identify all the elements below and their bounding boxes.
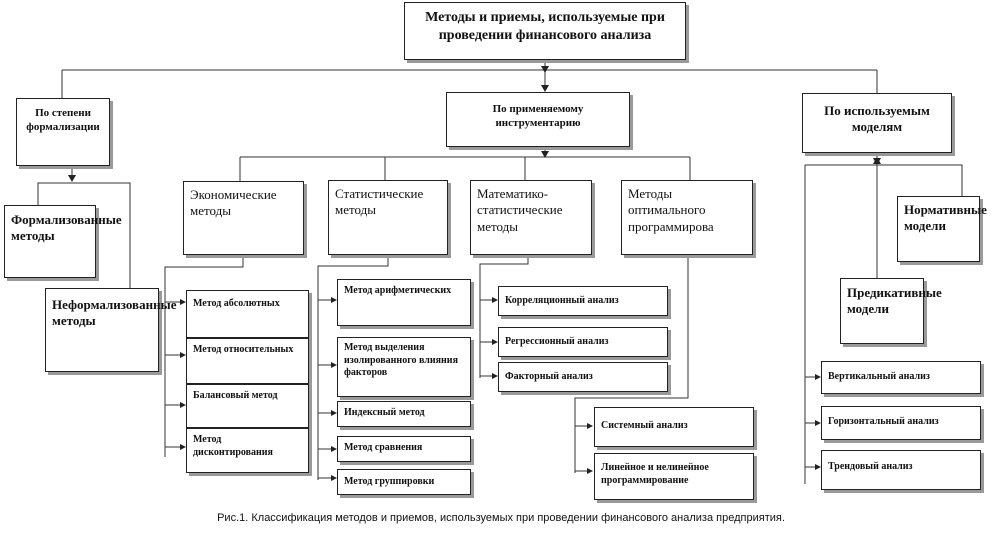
optimal-item: Линейное и нелинейное программирование [594,453,754,500]
nonformalized-methods-label: Неформализованные методы [52,297,177,329]
model-analysis-label: Горизонтальный анализ [828,416,939,427]
economic-item: Метод относительных [186,338,309,384]
math-item: Регрессионный анализ [498,327,668,357]
normative-models-box: Нормативные модели [897,196,987,262]
formalized-methods-label: Формализованные методы [11,212,122,244]
predictive-models-box: Предикативные модели [840,278,942,344]
economic-item: Метод дисконтирования [186,428,309,473]
economic-item: Метод абсолютных [186,290,309,338]
statistical-item-label: Индексный метод [344,407,425,418]
category-formalization: По степени формализации [16,98,110,166]
optimal-item-label: Линейное и нелинейное программирование [601,462,709,486]
economic-item-label: Метод относительных [193,344,294,355]
statistical-item-label: Метод сравнения [344,442,423,453]
figure-caption: Рис.1. Классификация методов и приемов, … [217,512,785,524]
math-item-label: Корреляционный анализ [505,295,619,306]
math-item-label: Регрессионный анализ [505,336,609,347]
model-analysis-label: Трендовый анализ [828,461,913,472]
math-statistical-methods-label: Математико-статистические методы [477,186,563,234]
predictive-models-label: Предикативные модели [847,285,942,317]
model-analysis-item: Горизонтальный анализ [821,406,981,440]
optimal-item: Системный анализ [594,407,754,447]
statistical-methods-label: Статистические методы [335,186,424,218]
math-item-label: Факторный анализ [505,371,593,382]
category-instrumentation-label: По применяемому инструментарию [492,103,584,129]
model-analysis-item: Вертикальный анализ [821,361,981,394]
statistical-item-label: Метод группировки [344,476,435,487]
statistical-item: Метод выделения изолированного влияния ф… [337,337,471,397]
root-box: Методы и приемы, используемые при провед… [404,2,686,60]
optimal-programming-methods-label: Методы оптимального программирова [628,186,714,234]
category-models-label: По используемым моделям [824,103,930,135]
statistical-item: Индексный метод [337,401,471,427]
category-formalization-label: По степени формализации [26,107,100,133]
math-statistical-methods-box: Математико-статистические методы [470,180,592,255]
economic-item-label: Балансовый метод [193,390,278,401]
optimal-programming-methods-box: Методы оптимального программирова [621,180,753,255]
economic-item-label: Метод дисконтирования [193,434,273,458]
category-instrumentation: По применяемому инструментарию [446,92,630,147]
economic-item-label: Метод абсолютных [193,298,280,309]
statistical-methods-box: Статистические методы [328,180,448,255]
model-analysis-item: Трендовый анализ [821,450,981,490]
statistical-item: Метод арифметических [337,279,471,326]
statistical-item: Метод сравнения [337,436,471,462]
category-models: По используемым моделям [802,93,952,153]
formalized-methods-box: Формализованные методы [4,205,122,278]
math-item: Корреляционный анализ [498,286,668,316]
math-item: Факторный анализ [498,362,668,392]
normative-models-label: Нормативные модели [904,202,987,234]
statistical-item-label: Метод арифметических [344,285,452,296]
root-label: Методы и приемы, используемые при провед… [425,10,665,43]
statistical-item: Метод группировки [337,469,471,495]
economic-item: Балансовый метод [186,384,309,428]
optimal-item-label: Системный анализ [601,420,688,431]
economic-methods-label: Экономические методы [190,187,277,219]
model-analysis-label: Вертикальный анализ [828,371,930,382]
economic-methods-box: Экономические методы [183,181,304,255]
statistical-item-label: Метод выделения изолированного влияния ф… [344,342,458,378]
nonformalized-methods-box: Неформализованные методы [45,288,176,372]
